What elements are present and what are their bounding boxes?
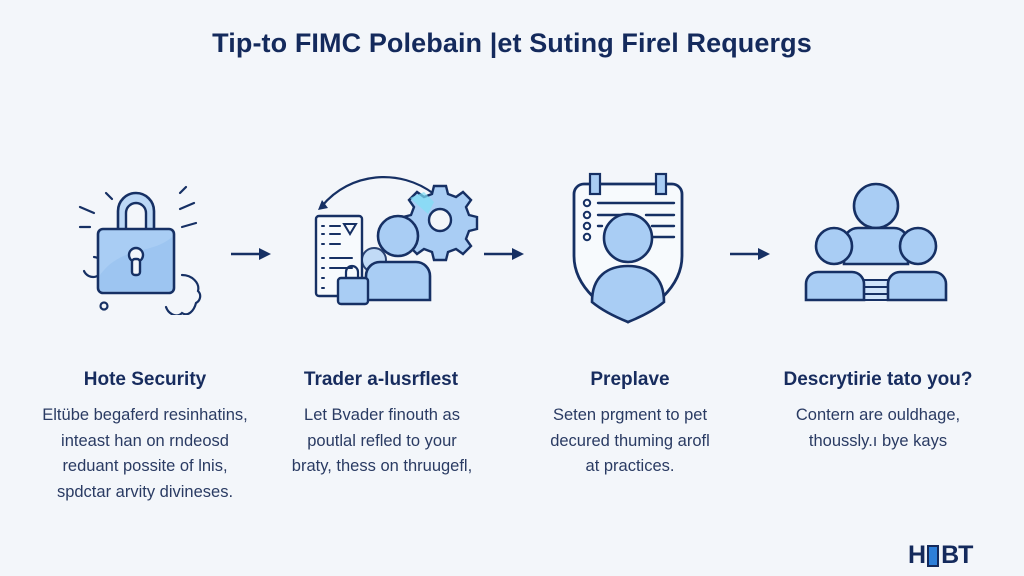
step-2-title: Trader a-lusrflest <box>303 369 459 390</box>
step-3-description: Seten prgment to pet decured thuming aro… <box>510 403 750 480</box>
step-1-description: Eltübe begaferd resinhatins, inteast han… <box>10 403 280 505</box>
step-1-title: Hote Security <box>83 369 207 390</box>
description-line: at practices. <box>585 457 675 475</box>
arrow-right-icon <box>730 248 770 260</box>
arrow-right-icon <box>484 248 524 260</box>
logo-mark-icon <box>927 544 940 567</box>
brand-logo: H BT <box>908 541 973 570</box>
step-4-title: Descrytirie tato you? <box>783 369 973 390</box>
description-line: Contern are ouldhage, <box>795 406 961 424</box>
page-title: Tip-to FIMC Polebain |et Suting Firel Re… <box>212 28 812 58</box>
logo-right-text: BT <box>941 541 973 569</box>
description-line: poutlal refled to your <box>307 431 457 450</box>
description-line: Let Bvader finouth as <box>304 406 460 424</box>
logo-left-text: H <box>908 541 926 569</box>
profile-shield-icon <box>572 172 684 324</box>
description-line: spdctar arvity divineses. <box>56 482 234 501</box>
description-line: inteast han on rndeosd <box>61 431 229 450</box>
user-gear-icon <box>314 176 479 306</box>
step-2-description: Let Bvader finouth as poutlal refled to … <box>262 403 502 480</box>
description-line: Eltübe begaferd resinhatins, <box>42 406 248 424</box>
description-line: decured thuming arofl <box>550 431 710 450</box>
description-line: reduant possite of lnis, <box>62 457 228 475</box>
description-line: thoussly.ı bye kays <box>808 431 948 450</box>
description-line: Seten prgment to pet <box>552 406 708 424</box>
step-4-description: Contern are ouldhage, thoussly.ı bye kay… <box>752 403 1004 454</box>
arrow-right-icon <box>231 248 271 260</box>
step-3-title: Preplave <box>590 369 670 390</box>
padlock-icon <box>78 185 202 315</box>
user-group-icon <box>804 182 948 302</box>
description-line: braty, thess on thruugefl, <box>291 457 473 475</box>
